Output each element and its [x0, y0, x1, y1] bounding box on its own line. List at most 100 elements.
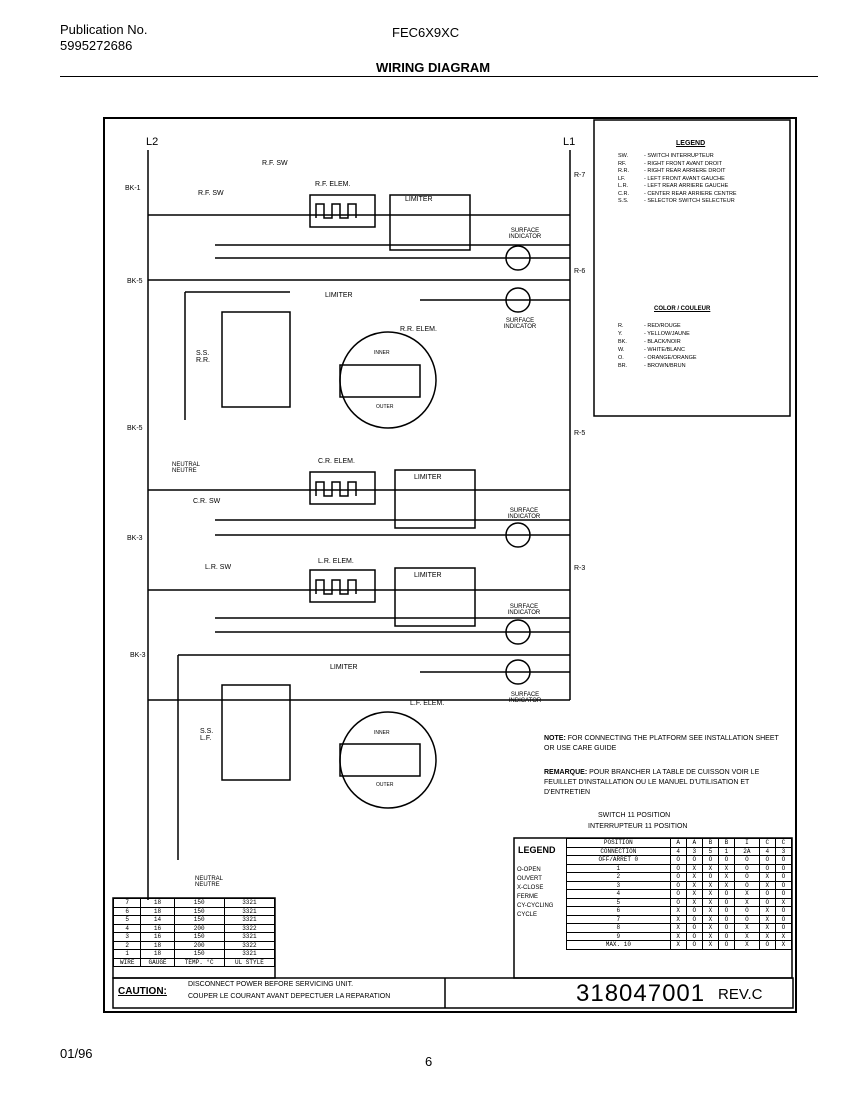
switch-cell: O	[701, 872, 719, 882]
legend-desc: - RIGHT FRONT AVANT DROIT	[644, 160, 723, 167]
switch-title-fr: INTERRUPTEUR 11 POSITION	[588, 823, 688, 830]
switch-cell: 3	[774, 846, 793, 856]
switch-cell: O	[733, 863, 760, 873]
switch-cell: 2	[566, 872, 671, 882]
switch-cell: 5	[566, 897, 671, 907]
lr-element	[309, 569, 376, 603]
color-item: R.- RED/ROUGE	[618, 322, 778, 330]
rf-element	[309, 194, 376, 228]
switch-cell: O	[774, 863, 793, 873]
switch-cell: X	[669, 940, 687, 950]
diagram-frame	[103, 117, 797, 1013]
switch-cell: O	[758, 897, 776, 907]
header-rule	[60, 76, 818, 77]
temp-cell: 5	[112, 915, 142, 925]
switch-cell: O	[774, 880, 793, 890]
switch-cell: MAX. 10	[566, 940, 671, 950]
temp-cell: 14	[140, 915, 175, 925]
switch-cell: O	[669, 872, 687, 882]
switch-cell: O	[669, 855, 687, 865]
temp-cell: 3322	[223, 940, 276, 950]
switch-cell: X	[733, 889, 760, 899]
temp-cell: 3321	[223, 898, 276, 908]
switch-cell: X	[758, 931, 776, 941]
temp-cell: 1	[112, 949, 142, 959]
temp-cell: 200	[173, 923, 225, 933]
switch-cell: 4	[566, 889, 671, 899]
switch-cell: O	[669, 897, 687, 907]
switch-cell: 5	[701, 846, 719, 856]
note-fr-label: REMARQUE:	[544, 769, 588, 776]
cr-element	[309, 471, 376, 505]
temp-cell: 3321	[223, 949, 276, 959]
cr-element-label: C.R. ELEM.	[318, 458, 355, 465]
switch-cell: O	[685, 855, 703, 865]
switch-cell: X	[685, 889, 703, 899]
switch-cell: O	[717, 889, 735, 899]
caution-english: DISCONNECT POWER BEFORE SERVICING UNIT.	[188, 981, 354, 988]
temp-cell: 16	[140, 923, 175, 933]
color-item: O. - ORANGE/ORANGE	[618, 354, 778, 362]
publication-number: 5995272686	[60, 38, 133, 53]
lr-switch-label: L.R. SW	[205, 564, 232, 571]
part-number: 318047001	[576, 980, 706, 1007]
switch-cell: X	[758, 872, 776, 882]
temp-cell: 3	[112, 932, 142, 942]
legend-code: R.R.	[618, 168, 629, 174]
color-item: BK.- BLACK/NOIR	[618, 338, 778, 346]
legend-desc: - SWITCH INTERRUPTEUR	[644, 153, 714, 159]
color-code: O.	[618, 355, 624, 361]
switch-cell: X	[669, 906, 687, 916]
switch-cell: X	[685, 880, 703, 890]
switch-cell: 1	[566, 863, 671, 873]
switch-cell: 4	[758, 846, 776, 856]
lf-indicator-label: SURFACE INDICATOR	[508, 692, 542, 704]
switch-cell: 6	[566, 906, 671, 916]
switch-cell: O	[717, 914, 735, 924]
legend-desc: - CENTER REAR ARRIERE CENTRE	[644, 190, 737, 197]
color-item: W.- WHITE/BLANC	[618, 346, 778, 354]
switch-cell: X	[701, 940, 719, 950]
lf-element-coils	[339, 743, 421, 777]
legend-title: LEGEND	[676, 140, 706, 147]
caution-french: COUPER LE COURANT AVANT DEPECTUER LA REP…	[188, 993, 391, 1000]
switch-cell: O	[758, 863, 776, 873]
rr-indicator-label: SURFACE INDICATOR	[503, 318, 537, 330]
legend-box	[593, 119, 791, 417]
color-code: R.	[618, 323, 624, 329]
color-desc: - BROWN/BRUN	[644, 363, 686, 369]
switch-cell: X	[733, 923, 760, 933]
rr-element	[339, 331, 437, 429]
temp-cell: 150	[173, 898, 225, 908]
rf-switch-label: R.F. SW	[198, 190, 224, 197]
temp-cell: WIRE	[112, 957, 142, 967]
bk3-label: BK-3	[127, 535, 143, 542]
color-desc: - ORANGE/ORANGE	[644, 355, 697, 361]
rr-element-coils	[339, 364, 421, 398]
r5-label: R-5	[574, 430, 586, 437]
switch-cell: O	[733, 880, 760, 890]
switch-cell: A	[669, 838, 687, 848]
legend-item: C.R.- CENTER REAR ARRIERE CENTRE	[618, 191, 778, 199]
rf-indicator-label: SURFACE INDICATOR	[508, 228, 542, 240]
r6-label: R-6	[574, 268, 586, 275]
color-code: BR.	[618, 363, 628, 369]
lf-neutral-label: NEUTRAL NEUTRE	[195, 876, 223, 888]
color-desc: - YELLOW/JAUNE	[644, 331, 690, 337]
switch-cell: X	[685, 897, 703, 907]
neutral-label: NEUTRAL NEUTRE	[172, 462, 200, 474]
revision: REV.C	[718, 986, 763, 1003]
cr-indicator-label: SURFACE INDICATOR	[507, 508, 541, 520]
lf-element-label: L.F. ELEM.	[410, 700, 445, 707]
legend-code: RF.	[618, 160, 627, 167]
switch-cell: X	[701, 923, 719, 933]
switch-cell: X	[774, 931, 793, 941]
color-code: W.	[618, 347, 625, 353]
